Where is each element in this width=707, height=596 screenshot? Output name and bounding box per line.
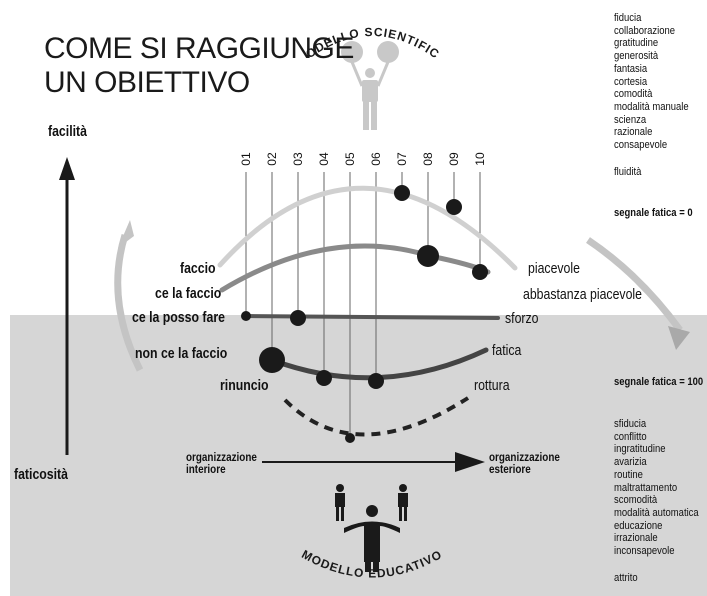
label-fatica: fatica xyxy=(492,342,522,359)
marker-05 xyxy=(345,433,355,443)
arc-rinuncio xyxy=(283,396,470,437)
organization-right-line2: esteriore xyxy=(489,464,531,476)
positive-words-list: fiducia collaborazione gratitudine gener… xyxy=(614,12,689,152)
list-item: routine xyxy=(614,468,643,481)
curved-arrow-icon xyxy=(114,233,144,372)
list-item: inconsapevole xyxy=(614,545,675,558)
column-number: 06 xyxy=(369,152,383,166)
list-item: scomodità xyxy=(614,494,658,507)
column-number: 05 xyxy=(343,152,357,166)
title-line-1: COME SI RAGGIUNGE xyxy=(44,32,354,65)
positive-extra-word: fluidità xyxy=(614,166,642,178)
column-number: 10 xyxy=(473,152,487,166)
arc-faccio xyxy=(217,185,518,271)
list-item: razionale xyxy=(614,126,653,139)
arrow-up-icon xyxy=(59,157,75,180)
label-ce-la-faccio: ce la faccio xyxy=(155,285,222,302)
column-number: 08 xyxy=(421,152,435,166)
curved-arrow-icon-right xyxy=(586,237,683,333)
label-sforzo: sforzo xyxy=(505,310,539,327)
list-item: maltrattamento xyxy=(614,481,678,494)
organization-left-label: organizzazione interiore xyxy=(186,452,257,476)
marker-04 xyxy=(316,370,332,386)
marker-07 xyxy=(394,185,410,201)
signal-bottom-label: segnale fatica = 100 xyxy=(614,376,704,388)
marker-03 xyxy=(290,310,306,326)
list-item: irrazionale xyxy=(614,532,658,545)
right-balloon xyxy=(377,41,399,63)
list-item: consapevole xyxy=(614,139,668,152)
list-item: avarizia xyxy=(614,456,647,469)
list-item: scienza xyxy=(614,113,647,126)
column-number: 07 xyxy=(395,152,409,166)
list-item: ingratitudine xyxy=(614,443,666,456)
arrow-right-icon xyxy=(455,452,485,472)
list-item: comodità xyxy=(614,88,653,101)
person-icon-center xyxy=(344,505,400,572)
person-icon-group xyxy=(335,484,408,572)
page-title: COME SI RAGGIUNGE UN OBIETTIVO xyxy=(44,32,354,100)
bar-ce-la-posso-fare xyxy=(244,314,500,320)
arc-ce-la-faccio xyxy=(219,243,491,293)
list-item: collaborazione xyxy=(614,24,676,37)
marker-01 xyxy=(241,311,251,321)
person-icon-left xyxy=(335,484,345,521)
title-line-2: UN OBIETTIVO xyxy=(44,66,250,99)
label-piacevole: piacevole xyxy=(528,260,580,277)
marker-10 xyxy=(472,264,488,280)
organization-right-line1: organizzazione xyxy=(489,452,560,464)
label-abbastanza-piacevole: abbastanza piacevole xyxy=(523,286,642,303)
list-item: fantasia xyxy=(614,62,648,75)
list-item: sfiducia xyxy=(614,418,647,430)
list-item: conflitto xyxy=(614,430,647,443)
column-number: 02 xyxy=(265,152,279,166)
list-item: modalità manuale xyxy=(614,100,689,113)
marker-02 xyxy=(259,347,285,373)
column-number: 03 xyxy=(291,152,305,166)
signal-top-label: segnale fatica = 0 xyxy=(614,207,693,219)
list-item: modalità automatica xyxy=(614,506,699,519)
fatigue-zone-band xyxy=(10,315,707,596)
organization-left-line1: organizzazione xyxy=(186,452,257,464)
position-markers xyxy=(241,185,488,443)
axis-top-label: facilità xyxy=(48,123,87,140)
negative-extra-word: attrito xyxy=(614,572,638,584)
list-item: generosità xyxy=(614,50,659,63)
axis-bottom-label: faticosità xyxy=(14,466,69,483)
person-icon-right xyxy=(398,484,408,521)
label-ce-la-posso-fare: ce la posso fare xyxy=(132,309,225,326)
column-number: 04 xyxy=(317,152,331,166)
label-faccio: faccio xyxy=(180,260,216,277)
left-balloon xyxy=(341,41,363,63)
list-item: gratitudine xyxy=(614,37,659,50)
organization-left-line2: interiore xyxy=(186,464,226,476)
marker-08 xyxy=(417,245,439,267)
label-rinuncio: rinuncio xyxy=(220,377,269,394)
organization-right-label: organizzazione esteriore xyxy=(489,452,560,476)
label-non-ce-la-faccio: non ce la faccio xyxy=(135,345,228,362)
marker-06 xyxy=(368,373,384,389)
column-number: 01 xyxy=(239,152,253,166)
label-rottura: rottura xyxy=(474,377,510,394)
negative-words-list: sfiducia conflitto ingratitudine avarizi… xyxy=(614,418,699,558)
curved-arrow-up-head xyxy=(118,220,134,248)
column-number: 09 xyxy=(447,152,461,166)
curved-arrow-down-head xyxy=(668,326,690,350)
list-item: educazione xyxy=(614,519,663,532)
marker-09 xyxy=(446,199,462,215)
list-item: cortesia xyxy=(614,75,648,88)
list-item: fiducia xyxy=(614,12,642,24)
person-holding-two-circles-icon xyxy=(341,41,399,130)
